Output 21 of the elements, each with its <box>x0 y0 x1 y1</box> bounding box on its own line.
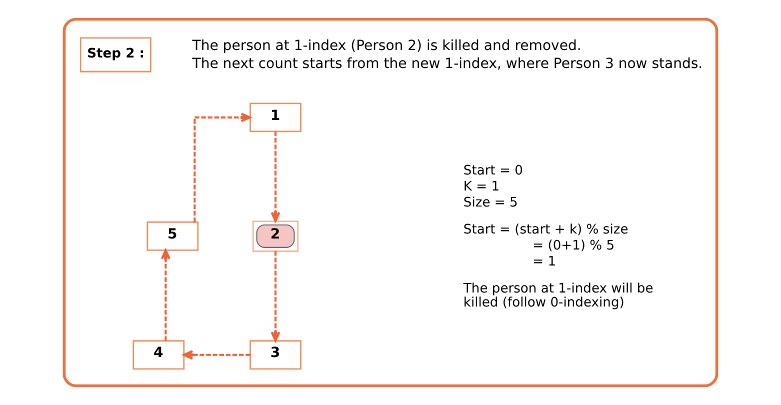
label: = 1 <box>532 254 556 270</box>
node-box: 3 <box>250 340 302 370</box>
label: Start = 0 <box>463 164 523 179</box>
cluster <box>62 18 718 388</box>
node-box: Step 2 : <box>80 37 152 72</box>
arrow <box>182 350 250 360</box>
node-box: 4 <box>132 340 185 370</box>
label: = (0+1) % 5 <box>532 238 615 254</box>
node-box: 1 <box>250 102 302 132</box>
label: The person at 1-index will be killed (follow 0-indexing) <box>463 281 654 310</box>
label: The next count starts from the new 1-index, where Person 3 now stands. <box>192 56 703 72</box>
arrow <box>160 249 170 341</box>
node-box: 2 <box>252 220 298 252</box>
label: K = 1 <box>463 180 500 195</box>
label: Start = (start + k) % size <box>463 222 628 238</box>
arrow <box>270 132 280 222</box>
label: The person at 1-index (Person 2) is killed and removed. <box>192 38 582 54</box>
label: Size = 5 <box>463 195 518 210</box>
arrow <box>194 112 251 222</box>
node-box: 5 <box>146 221 199 251</box>
arrow <box>270 251 280 342</box>
